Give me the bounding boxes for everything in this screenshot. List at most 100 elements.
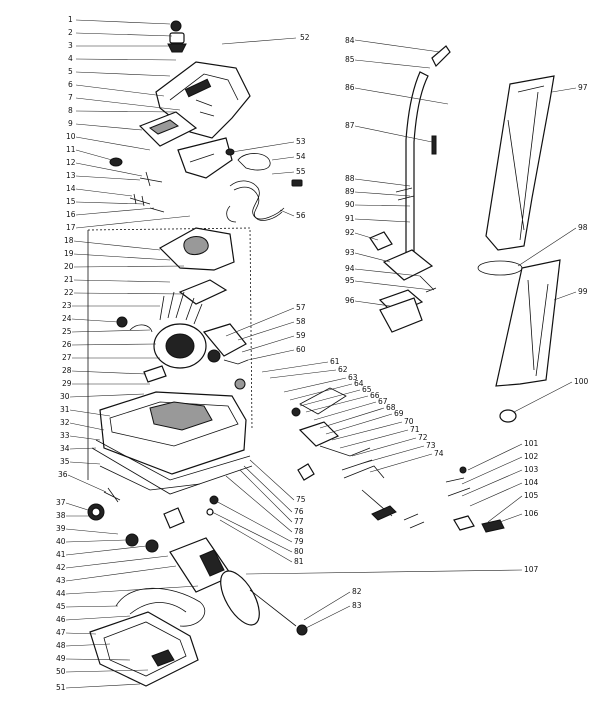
leader-line xyxy=(271,171,295,175)
callout-79: 79 xyxy=(294,537,304,546)
callout-95: 95 xyxy=(345,276,355,285)
callout-104: 104 xyxy=(524,478,539,487)
callout-47: 47 xyxy=(56,628,66,637)
leader-line xyxy=(69,447,97,450)
leader-line xyxy=(354,280,433,291)
callout-18: 18 xyxy=(64,236,74,245)
leader-line xyxy=(313,401,377,421)
callout-40: 40 xyxy=(56,537,66,546)
callout-68: 68 xyxy=(386,403,396,412)
callout-labels: 1 2 3 4 5 6 7 8 9 10 11 12 13 14 15 16 1… xyxy=(56,15,589,692)
callout-57: 57 xyxy=(296,303,306,312)
callout-96: 96 xyxy=(345,296,355,305)
callout-107: 107 xyxy=(524,565,539,574)
callout-30: 30 xyxy=(60,392,70,401)
callout-67: 67 xyxy=(378,397,388,406)
callout-87: 87 xyxy=(345,121,355,130)
callout-14: 14 xyxy=(66,184,76,193)
callout-52: 52 xyxy=(300,33,310,42)
callout-70: 70 xyxy=(404,417,414,426)
leader-line xyxy=(65,539,127,543)
callout-1: 1 xyxy=(68,15,73,24)
callout-62: 62 xyxy=(338,365,348,374)
callout-22: 22 xyxy=(64,288,74,297)
callout-23: 23 xyxy=(62,301,72,310)
leader-line xyxy=(73,292,185,295)
leader-line xyxy=(75,32,173,37)
leader-line xyxy=(269,369,337,379)
leader-line xyxy=(305,395,369,413)
callout-56: 56 xyxy=(296,211,306,220)
leader-line xyxy=(354,87,449,105)
leader-line xyxy=(551,87,577,93)
leader-line xyxy=(245,569,523,575)
callout-98: 98 xyxy=(578,223,588,232)
leader-line xyxy=(331,421,403,441)
leader-line xyxy=(354,204,411,207)
callout-46: 46 xyxy=(56,615,66,624)
bail-assembly xyxy=(291,387,505,533)
leader-line xyxy=(225,475,293,533)
leader-line xyxy=(283,377,347,393)
leader-line xyxy=(75,207,155,216)
leader-line xyxy=(211,511,293,553)
leader-line xyxy=(75,175,141,181)
leader-line xyxy=(289,383,353,401)
leader-line xyxy=(69,422,105,431)
leader-line xyxy=(237,321,295,341)
callout-90: 90 xyxy=(345,200,355,209)
switch-assembly xyxy=(167,20,187,53)
bottom-plate xyxy=(89,587,206,687)
leader-line xyxy=(325,413,393,435)
leader-line xyxy=(69,393,145,398)
leader-lines xyxy=(65,19,577,689)
leader-line xyxy=(231,141,295,153)
leader-line xyxy=(467,443,523,471)
leader-line xyxy=(75,215,191,229)
callout-105: 105 xyxy=(524,491,539,500)
callout-3: 3 xyxy=(68,41,73,50)
leader-line xyxy=(73,279,171,283)
callout-97: 97 xyxy=(578,83,588,92)
callout-37: 37 xyxy=(56,498,66,507)
leader-line xyxy=(301,605,351,631)
leader-line xyxy=(65,632,97,635)
callout-15: 15 xyxy=(66,197,76,206)
leader-line xyxy=(75,201,145,205)
leader-line xyxy=(65,683,141,689)
fan-housing xyxy=(159,227,235,271)
base-housing xyxy=(91,391,253,495)
leader-line xyxy=(354,125,433,143)
callout-27: 27 xyxy=(62,353,72,362)
callout-7: 7 xyxy=(68,93,73,102)
callout-2: 2 xyxy=(68,28,73,37)
callout-61: 61 xyxy=(330,357,340,366)
callout-59: 59 xyxy=(296,331,306,340)
handle xyxy=(369,45,451,333)
callout-11: 11 xyxy=(66,145,76,154)
callout-8: 8 xyxy=(68,106,73,115)
leader-line xyxy=(354,59,431,69)
callout-25: 25 xyxy=(62,327,72,336)
callout-65: 65 xyxy=(362,385,372,394)
callout-32: 32 xyxy=(60,418,70,427)
leader-line xyxy=(75,188,133,197)
callout-43: 43 xyxy=(56,576,66,585)
callout-60: 60 xyxy=(296,345,306,354)
leader-line xyxy=(71,370,147,375)
callout-101: 101 xyxy=(524,439,539,448)
callout-58: 58 xyxy=(296,317,306,326)
leader-line xyxy=(75,58,177,61)
leader-line xyxy=(354,268,421,277)
wedge-piece xyxy=(177,137,233,179)
callout-81: 81 xyxy=(294,557,304,566)
callout-66: 66 xyxy=(370,391,380,400)
callout-93: 93 xyxy=(345,248,355,257)
leader-line xyxy=(319,407,385,429)
callout-100: 100 xyxy=(574,377,589,386)
callout-83: 83 xyxy=(352,601,362,610)
leader-line xyxy=(247,349,295,361)
leader-line xyxy=(303,591,351,621)
leader-line xyxy=(239,469,293,523)
leader-line xyxy=(354,232,379,241)
